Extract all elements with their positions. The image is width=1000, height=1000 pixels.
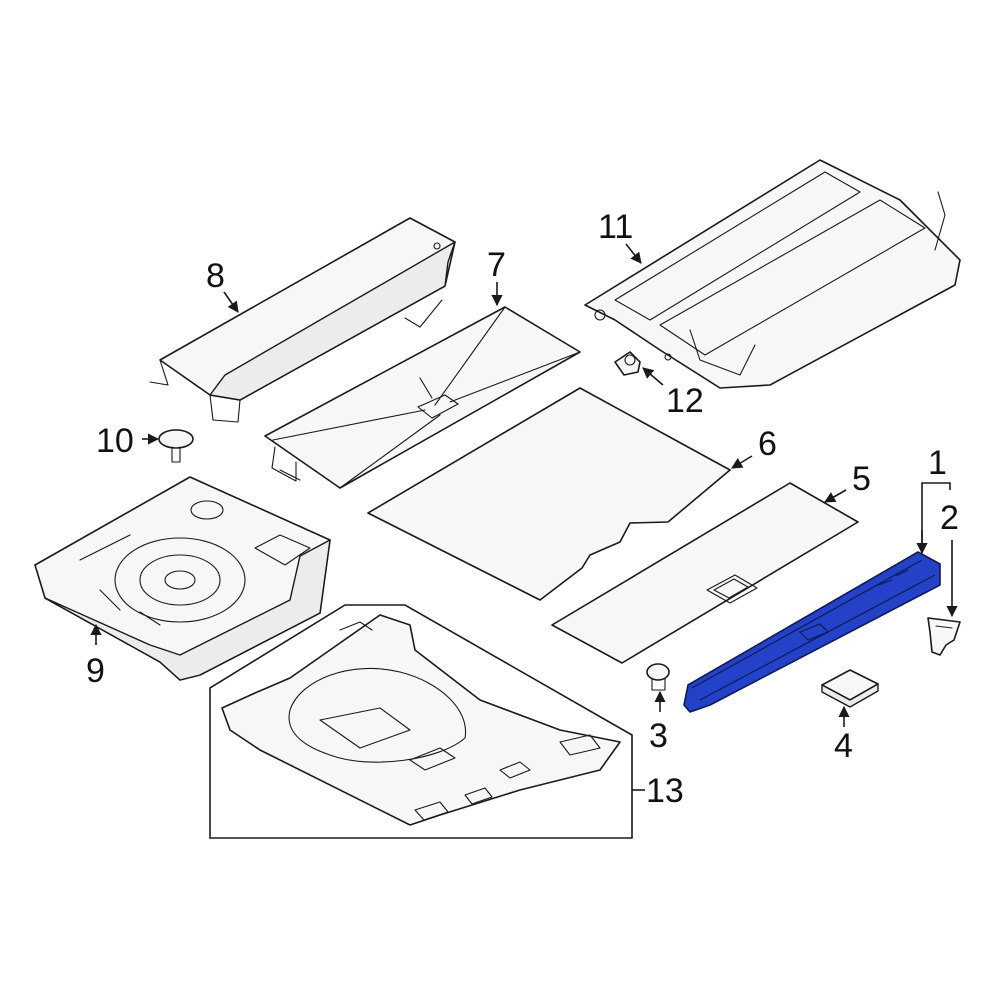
leader-5 [824,489,847,503]
part-2-clip[interactable] [927,617,961,656]
part-6-floor-mat[interactable] [367,387,731,601]
leader-11 [625,243,642,264]
callout-3: 3 [649,717,668,755]
callout-2: 2 [940,499,959,537]
leader-8 [223,291,239,313]
part-12-fastener[interactable] [614,351,641,376]
part-11-cargo-cover[interactable] [584,159,961,389]
callout-11: 11 [598,208,633,246]
part-3-clip[interactable] [646,663,670,691]
leader-1-2-bracket [921,482,951,548]
callout-10: 10 [96,422,134,460]
callout-12: 12 [666,382,704,420]
leader-6 [731,455,753,469]
part-4-cover[interactable] [821,669,879,708]
part-13-floor-pan[interactable] [221,614,621,826]
leader-12 [642,367,664,386]
callout-6: 6 [758,425,777,463]
part-9-tray[interactable] [34,476,331,681]
callout-5: 5 [852,460,871,498]
callout-7: 7 [487,246,506,284]
callout-4: 4 [834,727,853,765]
part-8-storage-box[interactable] [149,217,456,423]
part-7-floor-board[interactable] [264,306,581,489]
callout-8: 8 [206,257,225,295]
part-10-pushpin[interactable] [158,429,194,463]
part-13-frame [209,604,633,839]
callout-1: 1 [928,444,947,482]
callout-13: 13 [646,772,684,810]
callout-9: 9 [86,652,105,690]
part-5-cargo-board[interactable] [551,482,859,664]
